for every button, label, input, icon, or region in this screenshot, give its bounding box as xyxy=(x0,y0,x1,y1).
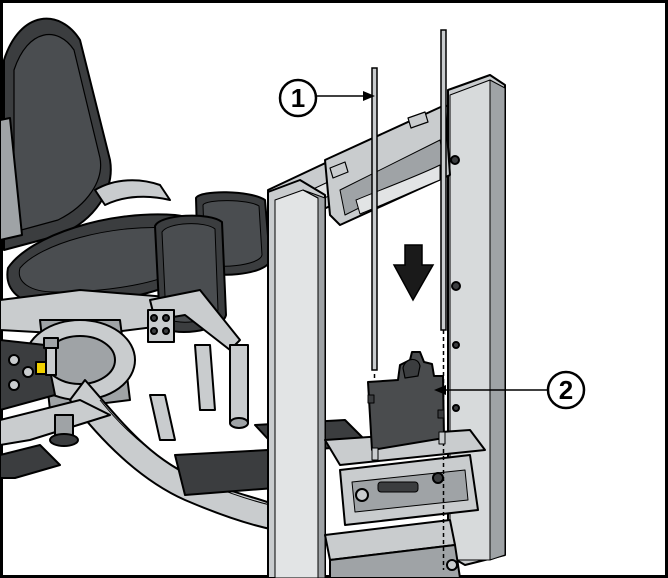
callout-2: 2 xyxy=(434,370,586,410)
callout-1: 1 xyxy=(278,78,375,118)
callout-1-number: 1 xyxy=(291,83,305,113)
callout-2-number: 2 xyxy=(559,375,573,405)
weight-stack-guide-rod-left xyxy=(371,67,378,371)
foot-pad-lower xyxy=(174,449,276,496)
guide-rods xyxy=(371,29,447,570)
weight-stack-tower xyxy=(267,74,506,578)
weight-stack-guide-rod-right xyxy=(440,29,447,331)
callout-1-arrowhead xyxy=(363,91,375,101)
callout-2-arrowhead xyxy=(434,385,446,395)
weight-plate xyxy=(367,351,446,461)
callout-1-circle xyxy=(278,78,318,118)
direction-arrow-down-icon xyxy=(392,244,435,302)
